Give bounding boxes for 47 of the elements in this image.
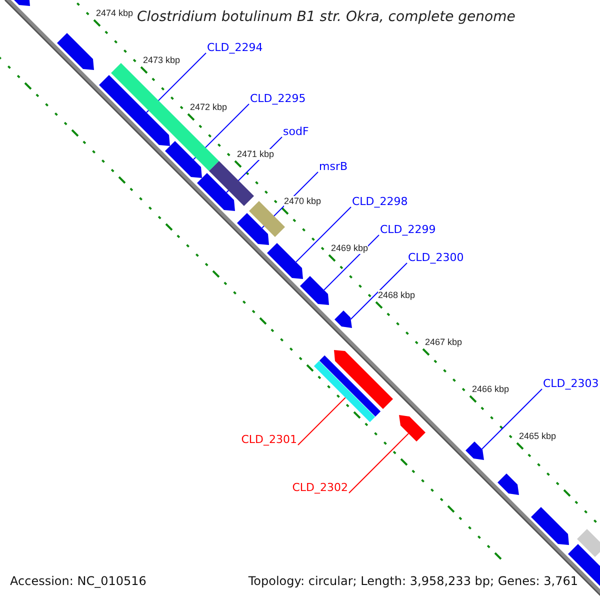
accession-text: Accession: NC_010516 — [10, 574, 146, 588]
gene-label: CLD_2302 — [292, 481, 348, 494]
gene-bar — [319, 355, 381, 417]
gene-feature — [399, 415, 426, 442]
scale-label: 2473 kbp — [143, 55, 180, 66]
gene-feature — [57, 33, 94, 70]
gene-label: msrB — [319, 160, 348, 173]
gene-feature — [197, 173, 235, 211]
leader-line — [348, 433, 409, 494]
gene-label: CLD_2298 — [352, 195, 408, 208]
genome-info-text: Topology: circular; Length: 3,958,233 bp; Genes: 3,761 — [248, 574, 578, 588]
gene-feature — [237, 213, 269, 245]
gene-feature — [334, 350, 393, 409]
gene-label: CLD_2301 — [241, 433, 297, 446]
leader-line — [298, 397, 346, 446]
gene-label: CLD_2295 — [250, 92, 306, 105]
gene-feature — [99, 75, 170, 146]
scale-label: 2466 kbp — [472, 384, 510, 395]
gene-label: CLD_2303 — [543, 377, 599, 390]
scale-label: 2467 kbp — [425, 337, 462, 348]
gene-feature — [165, 141, 202, 178]
scale-label: 2468 kbp — [378, 290, 416, 301]
gene-feature — [334, 310, 352, 328]
leader-line — [296, 206, 352, 262]
gene-label: CLD_2299 — [380, 223, 436, 236]
gene-bar — [249, 201, 285, 237]
scale-label: 2469 kbp — [331, 243, 368, 254]
leader-line — [324, 234, 380, 290]
title: Clostridium botulinum B1 str. Okra, complete genome — [137, 9, 516, 25]
leader-line — [350, 262, 408, 320]
gene-feature — [498, 474, 519, 495]
gene-bar — [577, 529, 600, 557]
scale-label: 2472 kbp — [190, 102, 228, 113]
scale-label: 2471 kbp — [237, 149, 274, 160]
gene-label: CLD_2300 — [408, 251, 464, 264]
gene-bar — [209, 161, 254, 206]
scale-label: 2470 kbp — [284, 196, 322, 207]
gene-label: CLD_2294 — [207, 41, 263, 54]
scale-label: 2465 kbp — [519, 431, 556, 442]
gene-feature — [267, 243, 303, 279]
scale-label: 2474 kbp — [96, 8, 134, 19]
gene-feature — [300, 276, 329, 305]
gene-label: sodF — [283, 125, 309, 138]
gene-feature — [466, 442, 484, 460]
gene-feature — [531, 507, 569, 545]
leader-line — [482, 388, 542, 450]
gene-bar — [314, 360, 376, 422]
